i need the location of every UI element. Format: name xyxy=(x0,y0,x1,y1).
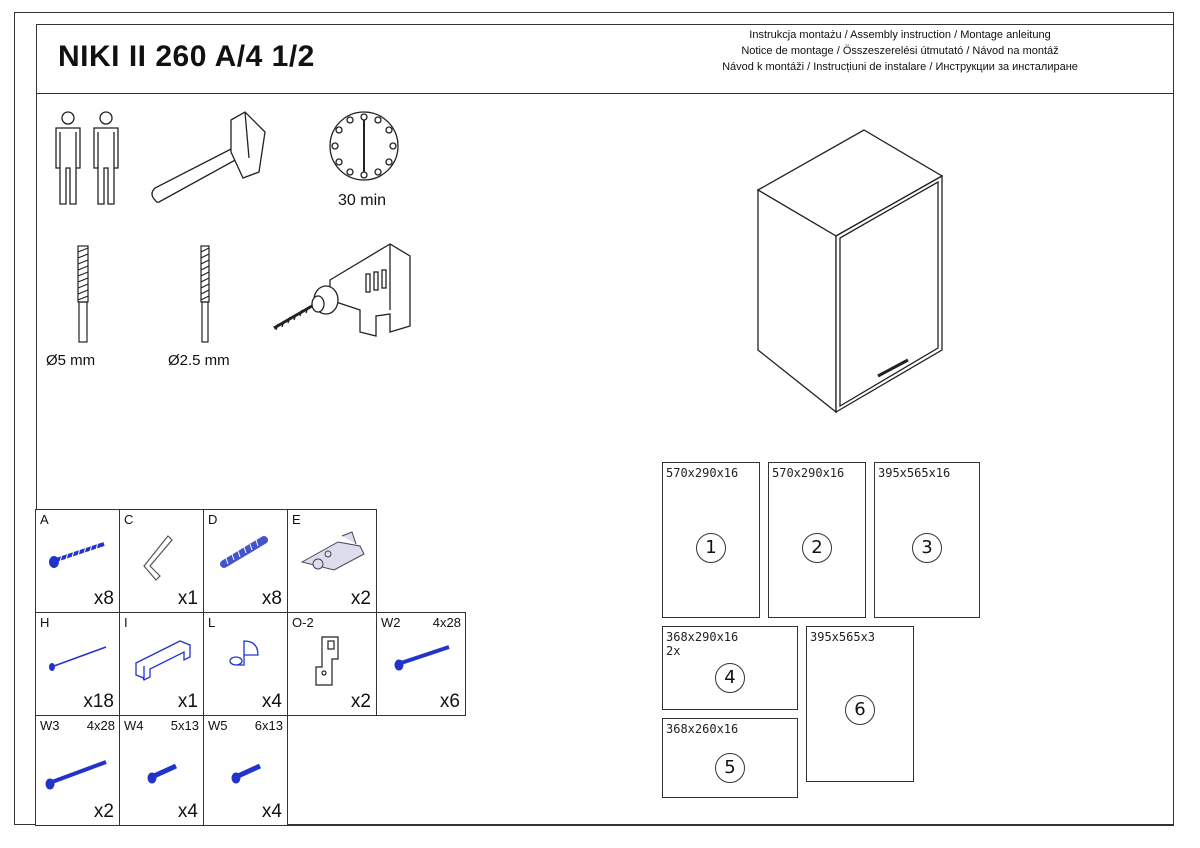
part-cell-e: E x2 xyxy=(287,509,377,613)
panel-number: 2 xyxy=(802,533,832,563)
part-quantity: x18 xyxy=(83,691,114,712)
part-quantity: x4 xyxy=(261,691,282,712)
part-cell-w4: W4 5x13 x4 xyxy=(119,715,204,826)
part-cell-l: L x4 xyxy=(203,612,288,716)
panel-number: 3 xyxy=(912,533,942,563)
instruction-languages: Instrukcja montażu / Assembly instructio… xyxy=(640,27,1160,75)
hammer-icon xyxy=(151,111,266,203)
part-quantity: x4 xyxy=(261,801,282,822)
part-code: W4 xyxy=(124,718,144,733)
screw-icon xyxy=(147,763,178,784)
part-cell-w2: W2 4x28 x6 xyxy=(376,612,466,716)
page-frame xyxy=(14,12,1174,825)
part-code: I xyxy=(124,615,128,630)
content-frame xyxy=(36,94,1174,826)
panel-dimension: 368x260x16 xyxy=(666,722,739,736)
panel-1: 570x290x16 1 xyxy=(662,462,760,618)
nail-icon xyxy=(49,646,107,671)
panel-5: 368x260x16 5 xyxy=(662,718,798,798)
part-quantity: x1 xyxy=(177,691,198,712)
screw-icon xyxy=(231,763,262,784)
part-dimension: 4x28 xyxy=(432,615,461,630)
instruction-line: Notice de montage / Összeszerelési útmut… xyxy=(741,45,1059,57)
dowel-icon xyxy=(220,536,268,568)
panel-dimension: 395x565x16 xyxy=(878,466,951,480)
part-cell-d: D x8 xyxy=(203,509,288,613)
part-quantity: x8 xyxy=(261,588,282,609)
panel-number: 4 xyxy=(715,663,745,693)
drill-bit-icon xyxy=(77,245,89,343)
part-dimension: 5x13 xyxy=(170,718,199,733)
panel-number: 5 xyxy=(715,753,745,783)
part-code: C xyxy=(124,512,134,527)
panel-3: 395x565x16 3 xyxy=(874,462,980,618)
part-dimension: 4x28 xyxy=(86,718,115,733)
instruction-line: Instrukcja montażu / Assembly instructio… xyxy=(749,29,1051,41)
part-code: W5 xyxy=(208,718,228,733)
part-code: E xyxy=(292,512,301,527)
assembly-time: 30 min xyxy=(338,192,387,209)
shelf-support-icon xyxy=(229,640,259,666)
part-code: L xyxy=(208,615,216,630)
screw-icon xyxy=(45,760,107,790)
panel-number: 1 xyxy=(696,533,726,563)
part-cell-a: A x8 xyxy=(35,509,120,613)
part-quantity: x6 xyxy=(439,691,460,712)
part-cell-i: I x1 xyxy=(119,612,204,716)
allen-key-icon xyxy=(143,535,173,581)
part-code: H xyxy=(40,615,50,630)
part-cell-c: C x1 xyxy=(119,509,204,613)
hinge-icon xyxy=(300,531,365,571)
panel-quantity: 2x xyxy=(666,644,681,658)
part-quantity: x1 xyxy=(177,588,198,609)
part-cell-h: H x18 xyxy=(35,612,120,716)
product-title: NIKI II 260 A/4 1/2 xyxy=(58,40,315,73)
panel-dimension: 395x565x3 xyxy=(810,630,876,644)
panel-2: 570x290x16 2 xyxy=(768,462,866,618)
power-drill-icon xyxy=(273,243,411,337)
cabinet-illustration xyxy=(756,129,944,414)
part-dimension: 6x13 xyxy=(254,718,283,733)
clock-icon xyxy=(329,111,399,181)
part-quantity: x4 xyxy=(177,801,198,822)
panel-6: 395x565x3 6 xyxy=(806,626,914,782)
drill-bit-size-label: Ø5 mm xyxy=(46,352,96,369)
part-code: O-2 xyxy=(292,615,314,630)
panel-4: 368x290x16 2x 4 xyxy=(662,626,798,710)
panel-dimension: 570x290x16 xyxy=(666,466,739,480)
panel-dimension: 368x290x16 xyxy=(666,630,739,644)
part-quantity: x2 xyxy=(350,691,371,712)
two-persons-icon xyxy=(55,111,119,205)
drill-bit-icon xyxy=(200,245,210,343)
part-quantity: x2 xyxy=(350,588,371,609)
part-code: D xyxy=(208,512,218,527)
header-box xyxy=(36,24,1174,94)
bracket-icon xyxy=(315,636,339,686)
part-cell-w5: W5 6x13 x4 xyxy=(203,715,288,826)
part-cell-w3: W3 4x28 x2 xyxy=(35,715,120,826)
part-cell-o2: O-2 x2 xyxy=(287,612,377,716)
panel-dimension: 570x290x16 xyxy=(772,466,845,480)
part-code: W2 xyxy=(381,615,401,630)
part-quantity: x8 xyxy=(93,588,114,609)
drill-bit-size-label: Ø2.5 mm xyxy=(168,352,230,369)
handle-icon xyxy=(135,640,191,681)
part-code: A xyxy=(40,512,49,527)
screw-icon xyxy=(394,645,450,671)
panel-number: 6 xyxy=(845,695,875,725)
part-quantity: x2 xyxy=(93,801,114,822)
instruction-line: Návod k montáži / Instrucțiuni de instal… xyxy=(722,61,1078,73)
part-code: W3 xyxy=(40,718,60,733)
screw-icon xyxy=(49,541,105,568)
